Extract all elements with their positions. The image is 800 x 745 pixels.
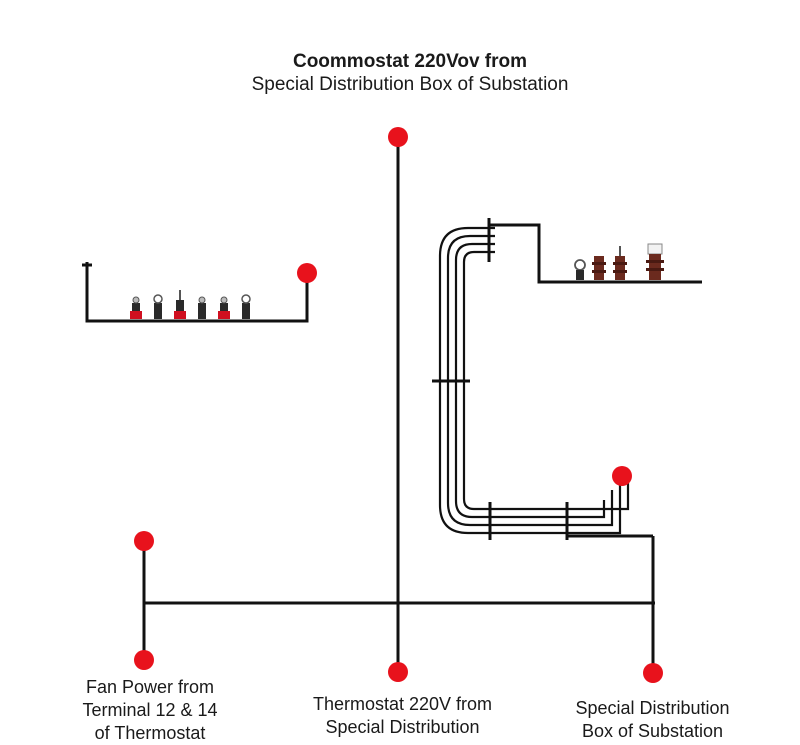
terminal-post-icon (153, 294, 163, 319)
red-dot-node-center-bottom (388, 662, 408, 682)
thermostat-label: Thermostat 220V from Special Distributio… (285, 693, 520, 739)
red-dot-node-right-bottom (643, 663, 663, 683)
left-terminal-rail (85, 262, 309, 323)
red-dot-node-bundle (612, 466, 632, 486)
thermostat-label-line-2: Special Distribution (325, 717, 480, 737)
title-line-1: Coommostat 220Vov from (292, 51, 528, 72)
special-distribution-label: Special Distribution Box of Substation (545, 697, 760, 743)
special-label-line-2: Box of Substation (581, 721, 724, 741)
fan-label-line-3: of Thermostat (94, 723, 206, 743)
terminal-post-icon (241, 294, 251, 319)
fan-label-line-1: Fan Power from (85, 677, 215, 697)
ceramic-insulator-icon (646, 243, 664, 280)
ceramic-insulator-icon (574, 259, 586, 280)
terminal-post-icon (174, 290, 186, 319)
red-dot-node-left-upper (134, 531, 154, 551)
title-line-2: Special Distribution Box of Substation (251, 74, 569, 95)
fan-label-line-2: Terminal 12 & 14 (82, 700, 218, 720)
terminal-post-icon (130, 296, 142, 319)
thermostat-label-line-1: Thermostat 220V from (312, 694, 493, 714)
red-dot-node-left-lower (134, 650, 154, 670)
ceramic-insulator-icon (592, 256, 606, 280)
ceramic-insulator-icon (613, 246, 627, 280)
terminal-post-icon (198, 296, 206, 319)
red-dot-node-top (388, 127, 408, 147)
cable-bundle (438, 226, 630, 535)
red-dot-node-left-rail (297, 263, 317, 283)
right-insulator-rail (489, 223, 702, 284)
terminal-post-icon (218, 296, 230, 319)
diagram-title: Coommostat 220Vov from Special Distribut… (200, 50, 620, 96)
fan-power-label: Fan Power from Terminal 12 & 14 of Therm… (40, 676, 260, 745)
special-label-line-1: Special Distribution (575, 698, 730, 718)
